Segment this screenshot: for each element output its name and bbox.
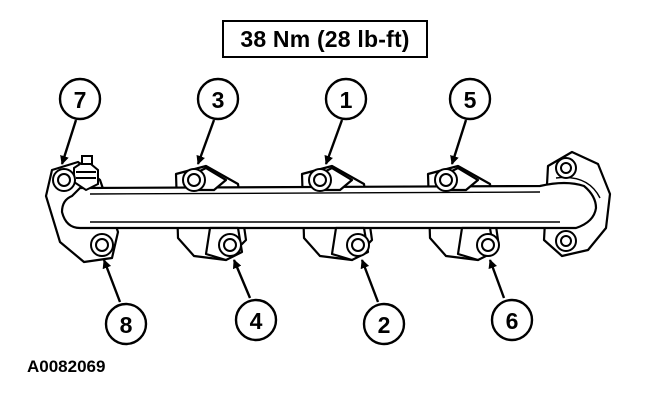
callout-5-label: 5 — [464, 87, 477, 113]
callout-7-label: 7 — [74, 87, 87, 113]
bolt-4 — [218, 233, 242, 257]
bolt-1 — [308, 168, 332, 192]
callout-2-label: 2 — [378, 312, 391, 338]
callout-4-label: 4 — [250, 308, 263, 334]
bolt-2 — [346, 233, 370, 257]
callout-5 — [448, 77, 492, 165]
bolt-6 — [476, 233, 500, 257]
exhaust-manifold — [44, 150, 612, 264]
bolt-8 — [90, 233, 114, 257]
callout-3 — [196, 77, 240, 165]
callout-2 — [360, 259, 406, 346]
bolt-heads — [52, 157, 577, 257]
callout-1-label: 1 — [340, 87, 353, 113]
manifold-pipe — [60, 181, 598, 230]
bolt-3 — [182, 168, 206, 192]
callout-4 — [232, 259, 278, 342]
right-flange-stud-upper — [555, 157, 577, 179]
callout-3-label: 3 — [212, 87, 225, 113]
torque-spec-box: 38 Nm (28 lb-ft) — [222, 20, 428, 58]
callout-7 — [58, 77, 102, 165]
bolt-5 — [434, 168, 458, 192]
callout-8-label: 8 — [120, 312, 133, 338]
callout-6 — [488, 259, 534, 342]
torque-spec-text: 38 Nm (28 lb-ft) — [240, 25, 410, 52]
figure-id: A0082069 — [27, 357, 106, 376]
callout-1 — [324, 77, 368, 165]
callout-6-label: 6 — [506, 308, 519, 334]
right-flange-stud-lower — [555, 230, 577, 252]
bolt-7 — [52, 168, 76, 192]
callout-8 — [102, 259, 148, 346]
